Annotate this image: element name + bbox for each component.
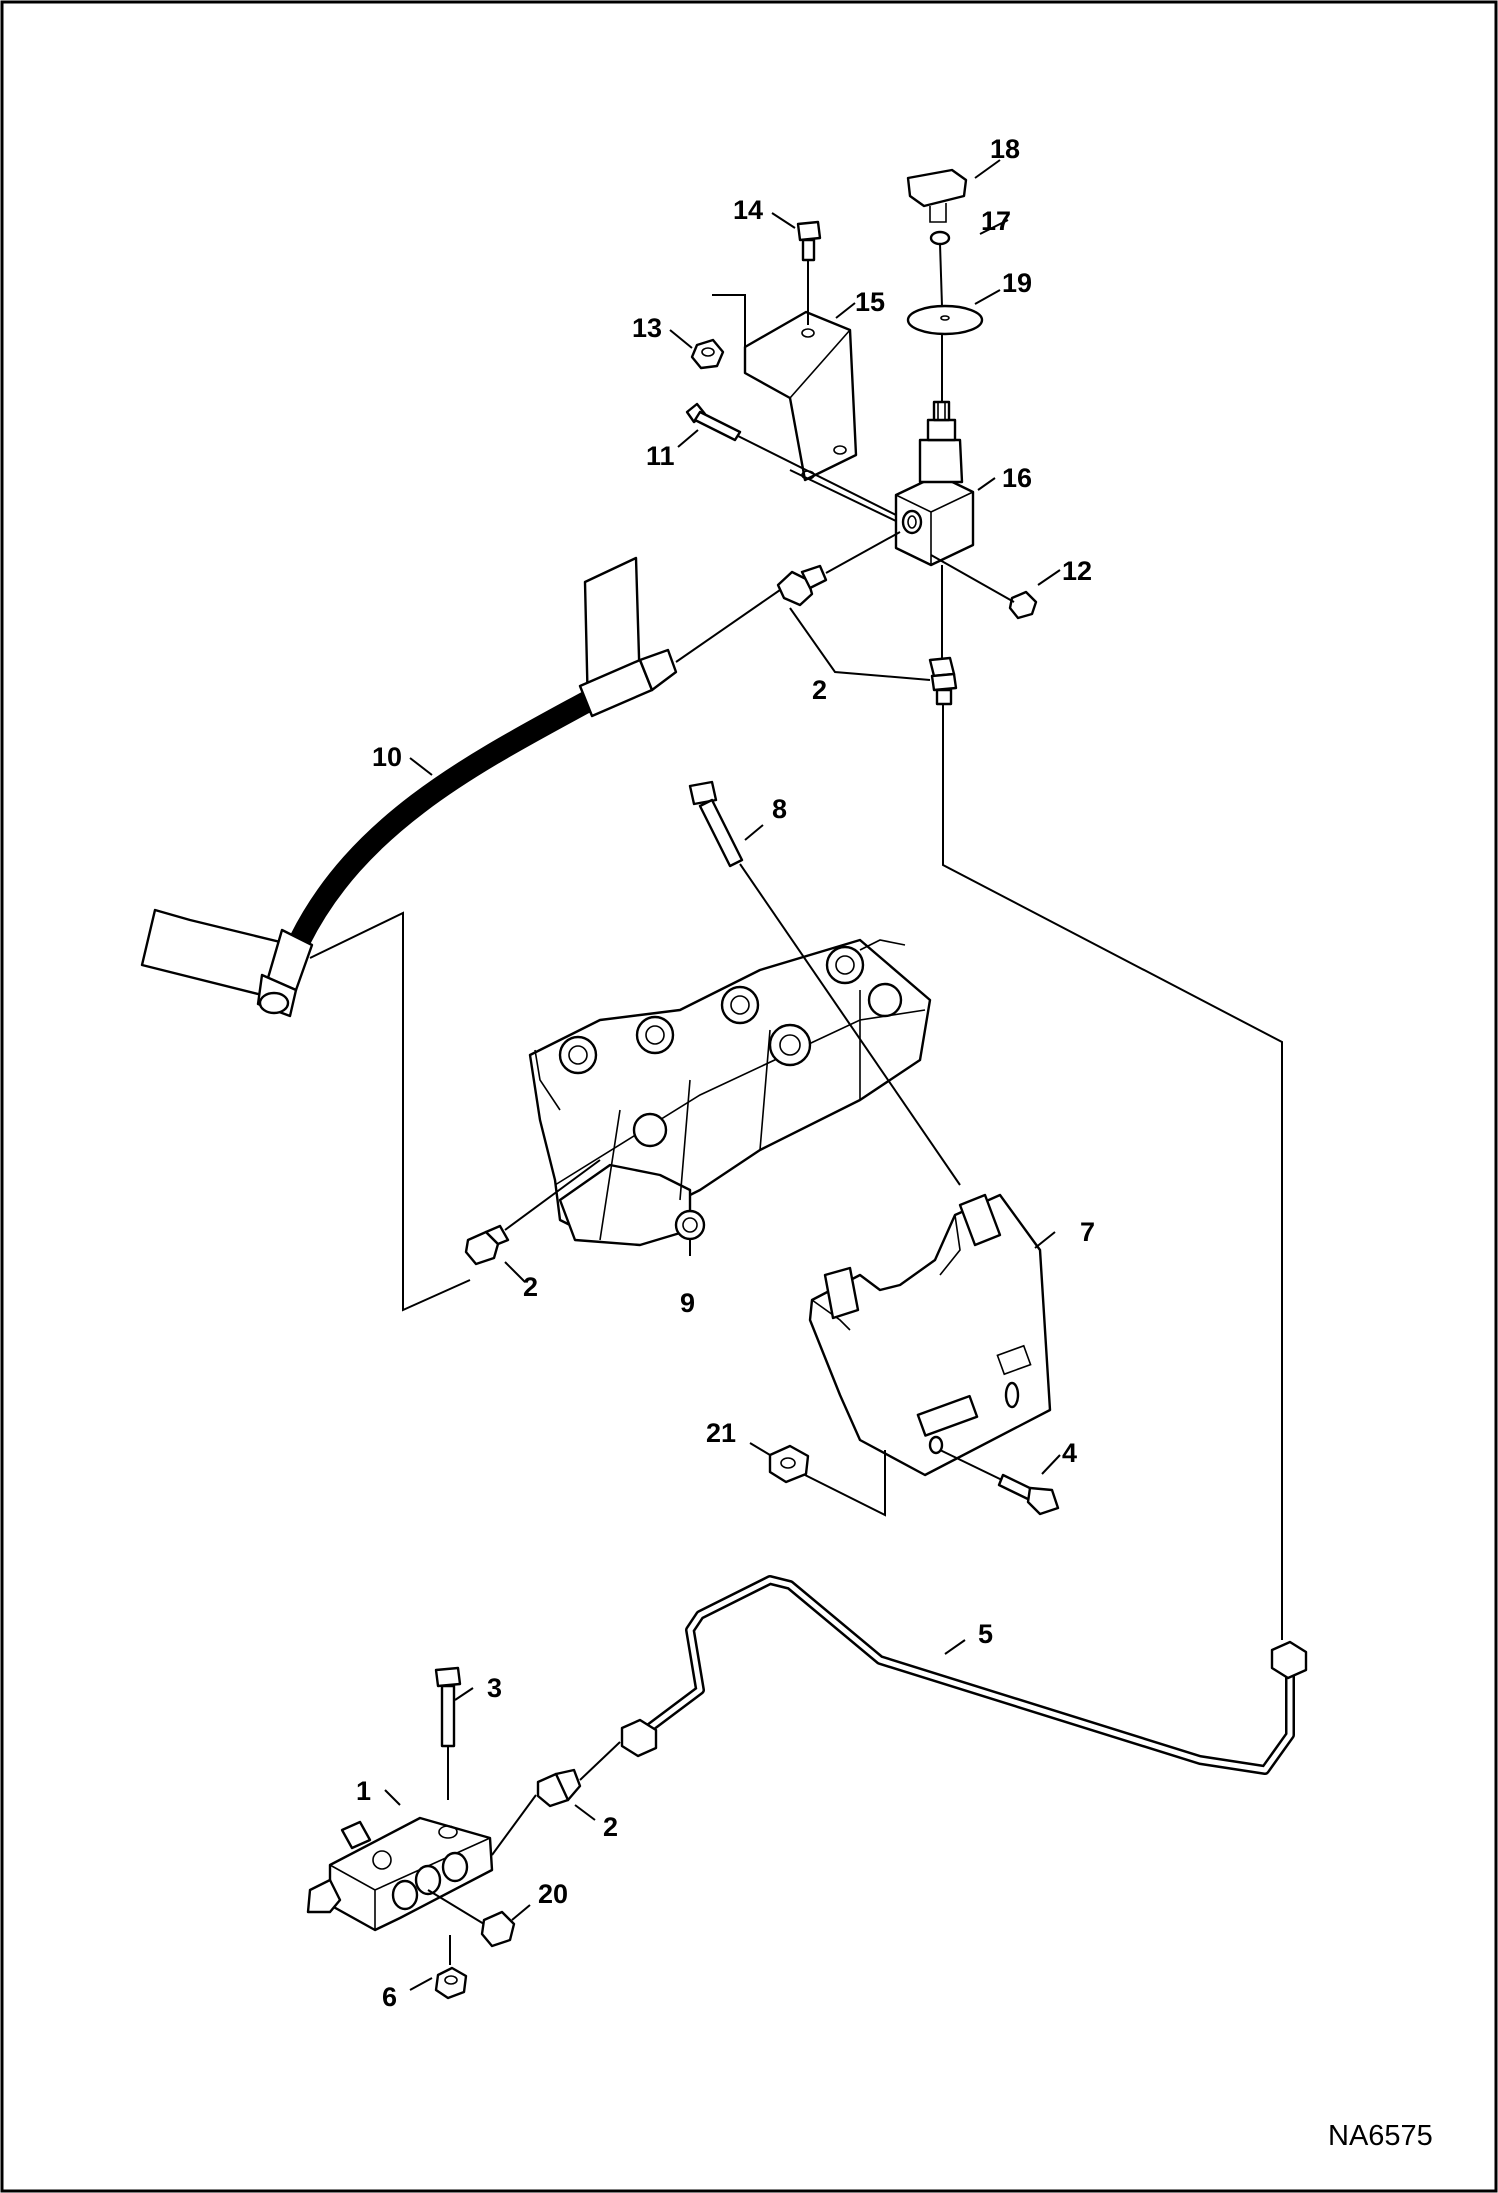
callout-12: 12	[1062, 556, 1092, 586]
hose-10	[256, 648, 678, 1018]
callout-labels: 18 14 17 19 15 13 11 16 12 2 10 8 7 2 9 …	[356, 134, 1095, 2012]
callout-6: 6	[382, 1982, 397, 2012]
valve-16	[894, 400, 975, 567]
callout-4: 4	[1062, 1438, 1077, 1468]
bracket-15	[743, 310, 858, 482]
callout-16: 16	[1002, 463, 1032, 493]
callout-20: 20	[538, 1879, 568, 1909]
fitting-2-upper-left	[776, 564, 828, 607]
callout-8: 8	[772, 794, 787, 824]
callout-1: 1	[356, 1776, 371, 1806]
valve-block-1	[306, 1816, 494, 1932]
callout-3: 3	[487, 1673, 502, 1703]
callout-5: 5	[978, 1619, 993, 1649]
fitting-2-upper-right	[928, 656, 958, 706]
fitting-2-lower	[536, 1768, 582, 1808]
bolt-14	[796, 220, 822, 262]
nut-12	[1008, 590, 1038, 620]
callout-17: 17	[981, 206, 1011, 236]
control-valve-9	[528, 938, 932, 1247]
plug-20	[480, 1910, 516, 1948]
leader-lines	[384, 159, 1061, 1991]
nut-6	[434, 1966, 468, 2000]
knob-18	[906, 168, 968, 223]
bolt-8	[688, 780, 744, 868]
callout-15: 15	[855, 287, 885, 317]
bolt-4	[997, 1473, 1060, 1516]
callout-2c: 2	[603, 1812, 618, 1842]
nut-17	[929, 230, 951, 246]
figure-id: NA6575	[1328, 2120, 1433, 2152]
washer-21	[768, 1444, 810, 1484]
callout-2a: 2	[812, 675, 827, 705]
bolt-11	[685, 402, 742, 442]
callout-19: 19	[1002, 268, 1032, 298]
callout-2b: 2	[523, 1272, 538, 1302]
callout-13: 13	[632, 313, 662, 343]
tube-5	[620, 1575, 1308, 1775]
callout-9: 9	[680, 1288, 695, 1318]
callout-18: 18	[990, 134, 1020, 164]
plate-7	[808, 1193, 1052, 1477]
callout-14: 14	[733, 195, 763, 225]
callout-11: 11	[646, 441, 675, 471]
fitting-2-mid	[464, 1224, 510, 1266]
bolt-3	[434, 1666, 462, 1748]
callout-10: 10	[372, 742, 402, 772]
callout-21: 21	[706, 1418, 736, 1448]
disc-19	[906, 304, 984, 336]
nut-13	[690, 338, 725, 370]
callout-7: 7	[1080, 1217, 1095, 1247]
